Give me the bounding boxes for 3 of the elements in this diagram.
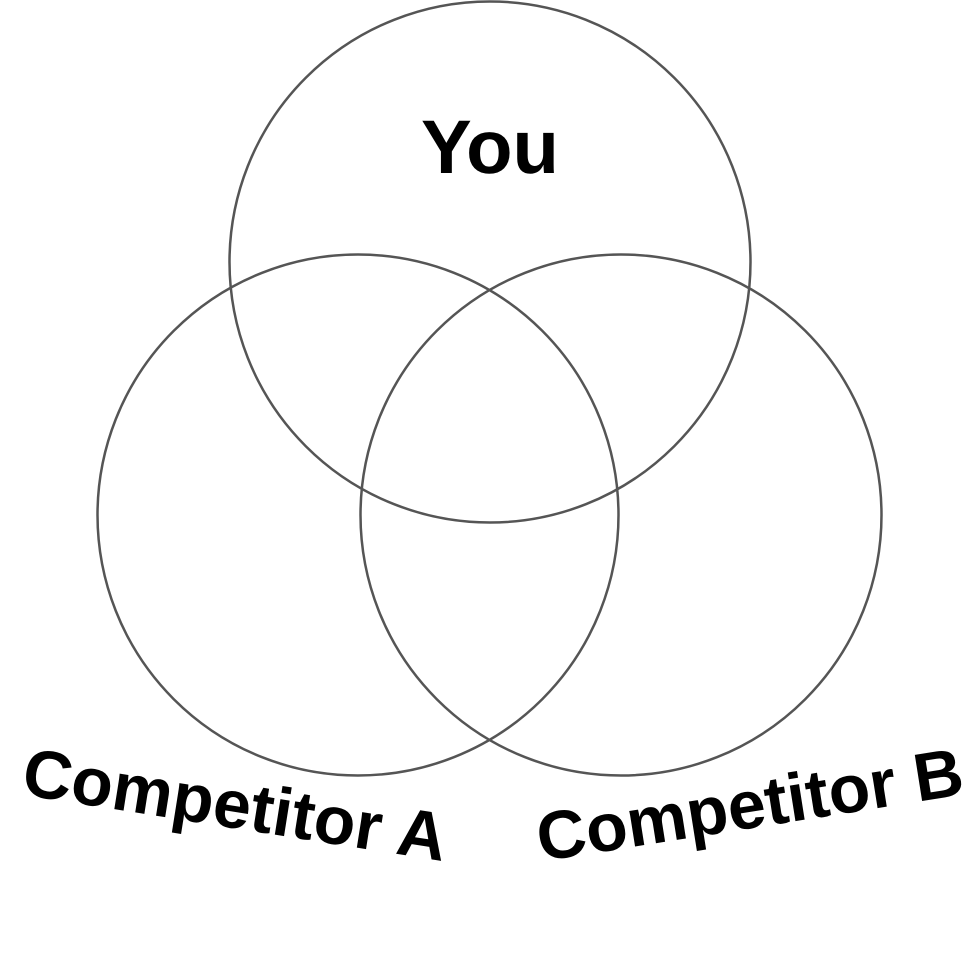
set-label: You	[420, 108, 560, 188]
set-label: Competitor B	[530, 734, 970, 877]
set-label: Competitor A	[16, 734, 454, 878]
